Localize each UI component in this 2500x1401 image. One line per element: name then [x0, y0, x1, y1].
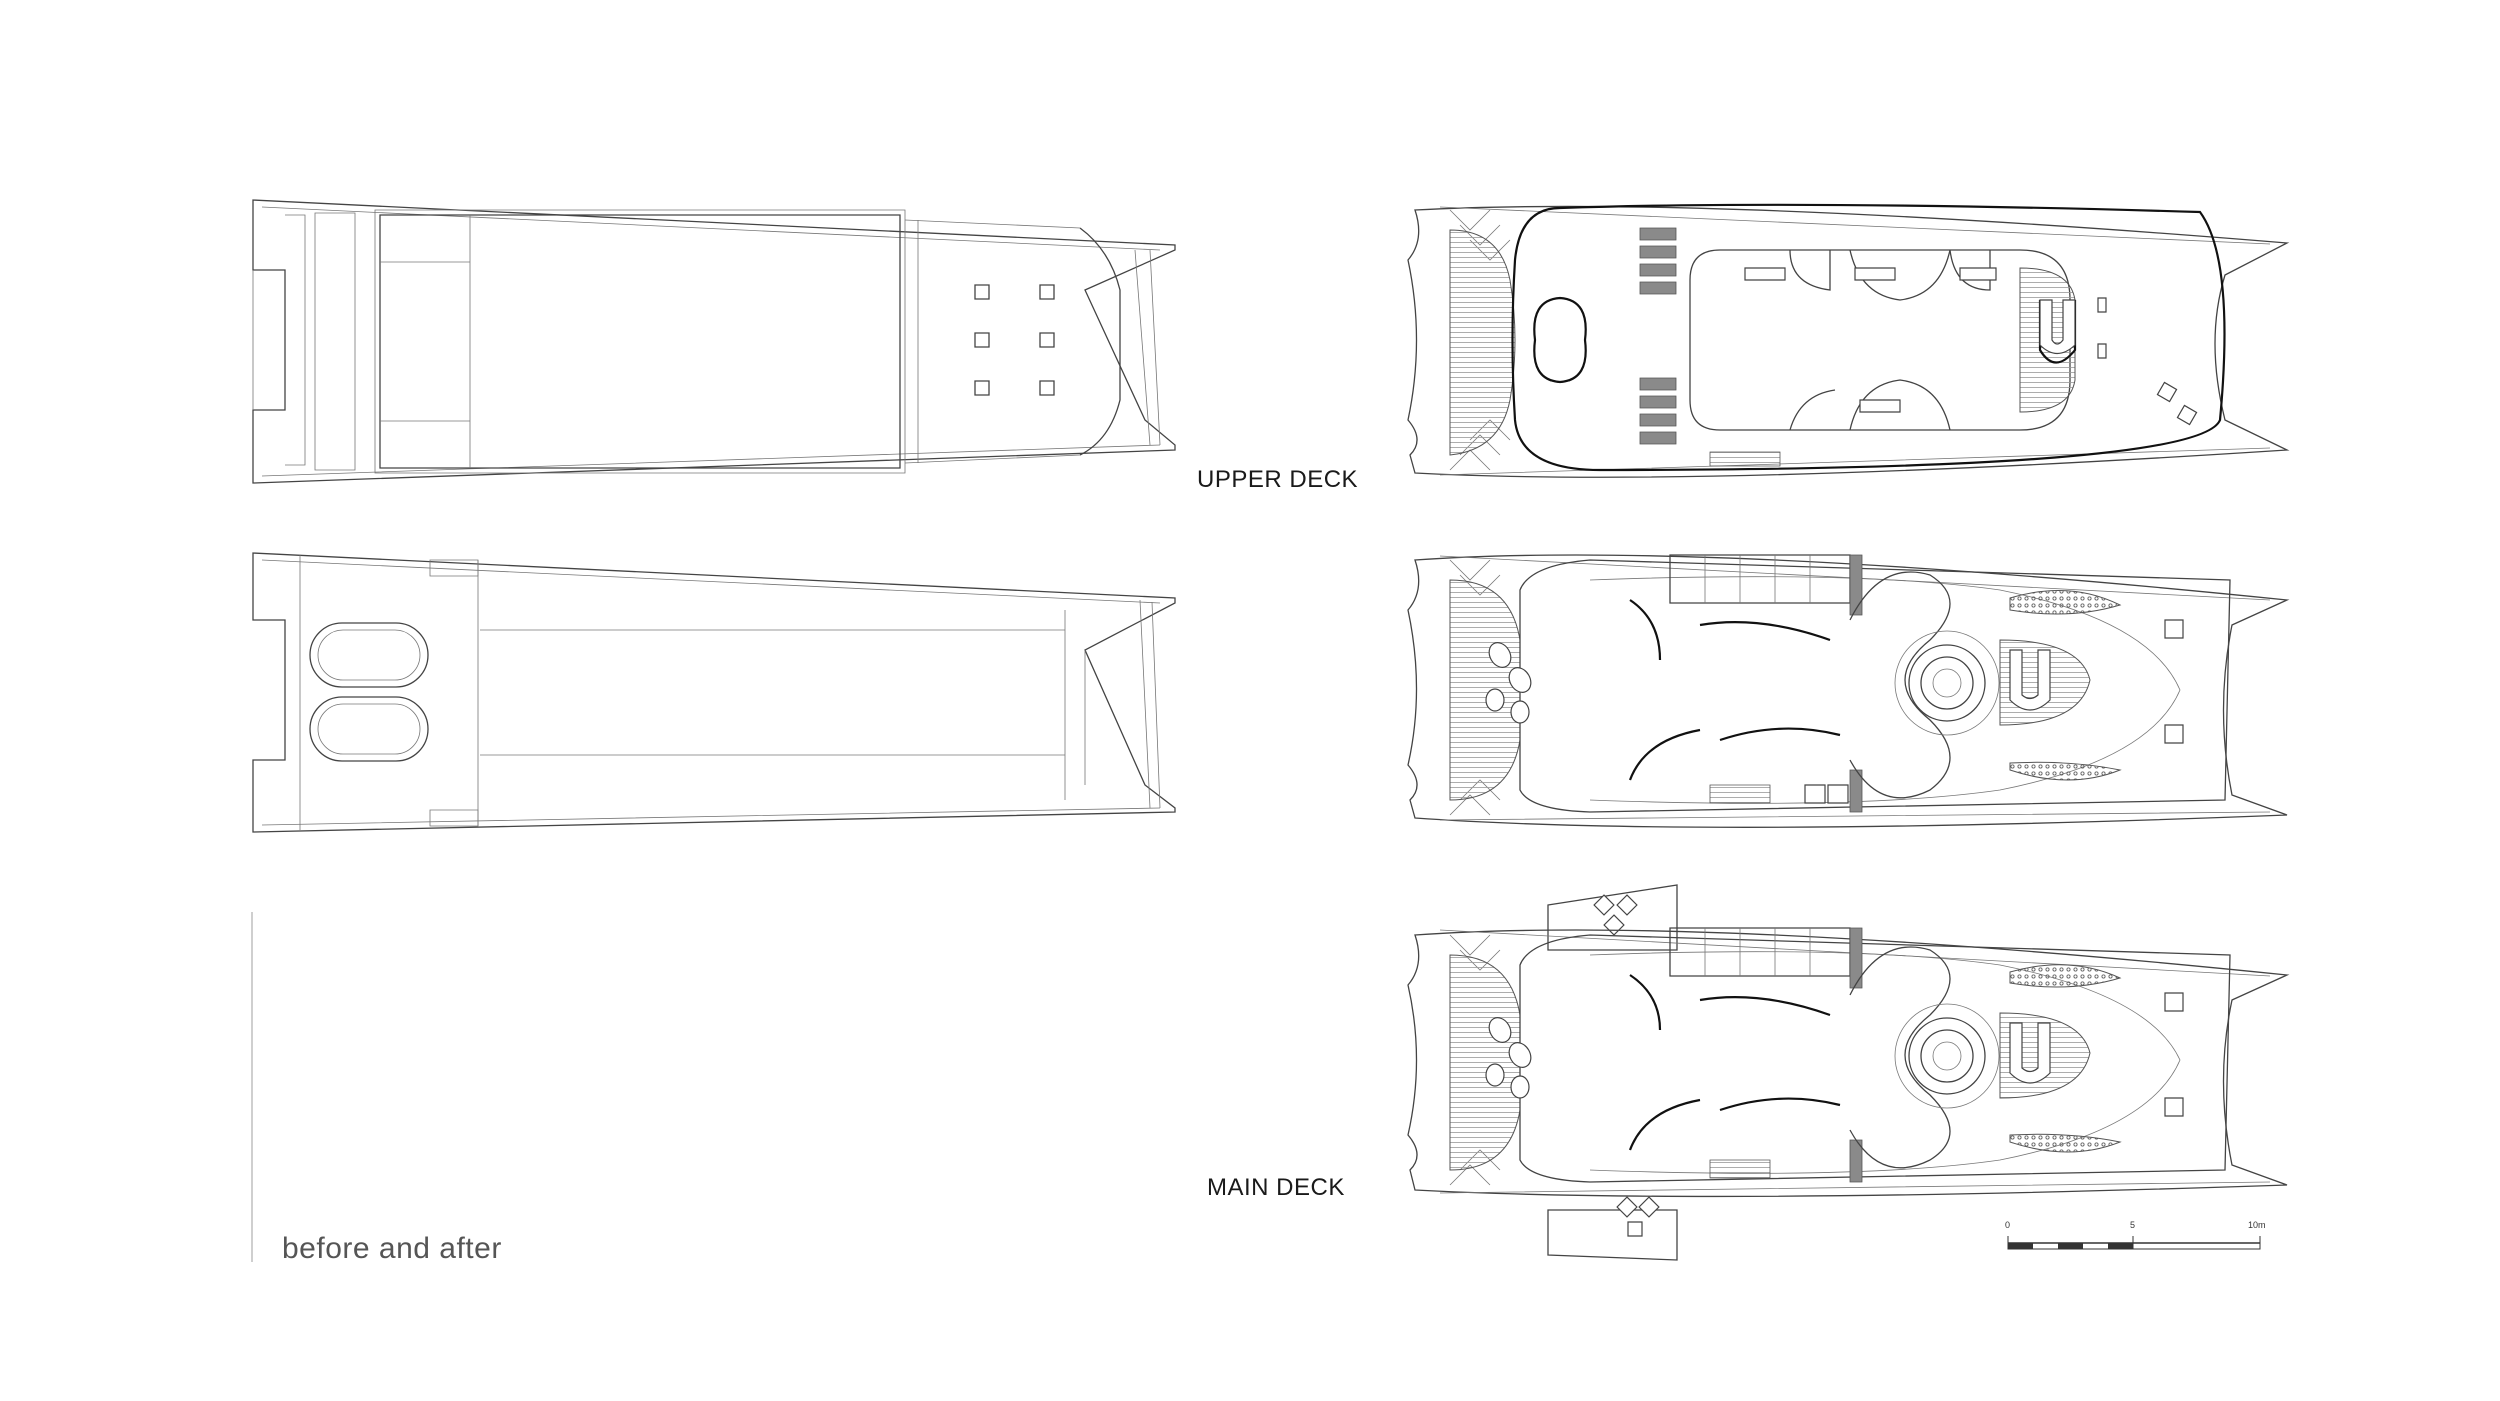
- after-main-deck-plan: [1408, 555, 2287, 827]
- sun-loungers: [1640, 228, 1676, 444]
- scale-bar: [2008, 1236, 2260, 1249]
- upper-deck-label: UPPER DECK: [1197, 466, 1359, 493]
- before-main-tanks: [310, 623, 428, 761]
- before-upper-grid-marks: [975, 285, 1054, 395]
- caption-text: before and after: [282, 1232, 502, 1265]
- after-upper-deck-plan: [1408, 205, 2287, 477]
- before-upper-deck-plan: [253, 200, 1175, 483]
- scale-tick-0: 0: [2005, 1220, 2011, 1230]
- caption-rule: [251, 912, 253, 1262]
- main-deck-label: MAIN DECK: [1207, 1174, 1345, 1201]
- scale-tick-5: 5: [2130, 1220, 2136, 1230]
- after-main-deck-extended-plan: [1408, 885, 2287, 1260]
- before-main-deck-plan: [253, 553, 1175, 832]
- scale-tick-10m: 10m: [2248, 1220, 2266, 1230]
